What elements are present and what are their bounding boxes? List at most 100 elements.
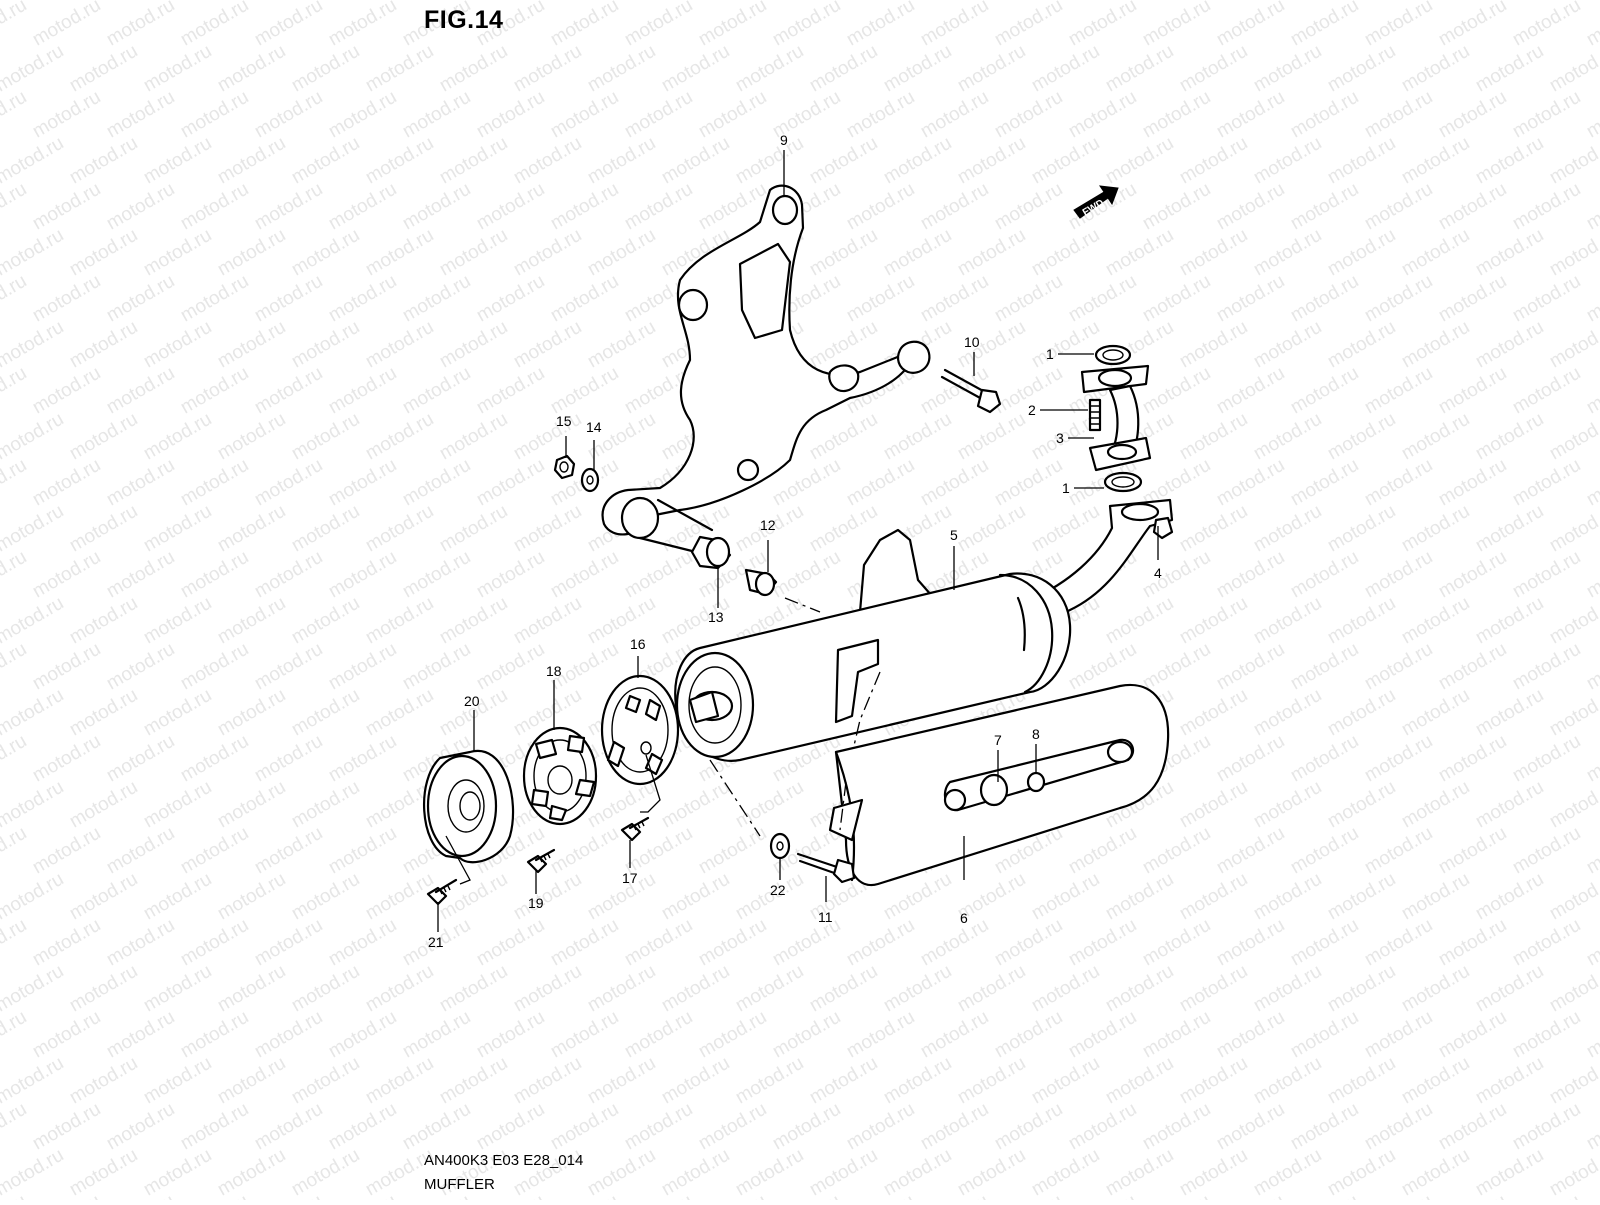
watermark-text: motod.ru (621, 1007, 696, 1063)
watermark-text: motod.ru (1324, 501, 1399, 557)
watermark-text: motod.ru (362, 961, 437, 1017)
watermark-text: motod.ru (473, 363, 548, 419)
model-code-caption: AN400K3 E03 E28_014 (424, 1152, 584, 1169)
watermark-text: motod.ru (1213, 179, 1288, 235)
watermark-text: motod.ru (1176, 317, 1251, 373)
watermark-text: motod.ru (214, 317, 289, 373)
watermark-text: motod.ru (1472, 593, 1547, 649)
watermark-text: motod.ru (1176, 41, 1251, 97)
watermark-text: motod.ru (251, 731, 326, 787)
watermark-text: motod.ru (251, 915, 326, 971)
watermark-text: motod.ru (1324, 409, 1399, 465)
watermark-text: motod.ru (1472, 409, 1547, 465)
watermark-text: motod.ru (103, 731, 178, 787)
watermark-text: motod.ru (177, 179, 252, 235)
watermark-text: motod.ru (1287, 1191, 1362, 1200)
watermark-text: motod.ru (1398, 225, 1473, 281)
watermark-text: motod.ru (658, 41, 733, 97)
watermark-text: motod.ru (621, 87, 696, 143)
screw-21 (426, 878, 458, 906)
watermark-text: motod.ru (1028, 41, 1103, 97)
watermark-text: motod.ru (251, 271, 326, 327)
watermark-text: motod.ru (214, 869, 289, 925)
watermark-text: motod.ru (473, 915, 548, 971)
watermark-text: motod.ru (1028, 1053, 1103, 1109)
watermark-text: motod.ru (288, 133, 363, 189)
watermark-text: motod.ru (66, 593, 141, 649)
watermark-text: motod.ru (473, 1007, 548, 1063)
watermark-text: motod.ru (288, 409, 363, 465)
watermark-text: motod.ru (547, 1007, 622, 1063)
callout-13: 13 (708, 609, 724, 625)
watermark-text: motod.ru (510, 41, 585, 97)
watermark-text: motod.ru (214, 409, 289, 465)
callout-12: 12 (760, 517, 776, 533)
watermark-text: motod.ru (177, 455, 252, 511)
watermark-text: motod.ru (251, 87, 326, 143)
watermark-text: motod.ru (658, 869, 733, 925)
watermark-text: motod.ru (695, 915, 770, 971)
callout-16: 16 (630, 636, 646, 652)
watermark-text: motod.ru (1176, 685, 1251, 741)
watermark-text: motod.ru (325, 271, 400, 327)
watermark-text: motod.ru (1250, 593, 1325, 649)
watermark-text: motod.ru (251, 455, 326, 511)
watermark-text: motod.ru (1065, 87, 1140, 143)
watermark-text: motod.ru (1213, 271, 1288, 327)
watermark-text: motod.ru (436, 1053, 511, 1109)
watermark-text: motod.ru (547, 87, 622, 143)
watermark-text: motod.ru (806, 961, 881, 1017)
watermark-text: motod.ru (806, 409, 881, 465)
watermark-text: motod.ru (695, 0, 770, 50)
watermark-text: motod.ru (0, 179, 30, 235)
watermark-text: motod.ru (473, 455, 548, 511)
watermark-text: motod.ru (991, 271, 1066, 327)
watermark-text: motod.ru (880, 133, 955, 189)
watermark-text: motod.ru (991, 179, 1066, 235)
watermark-text: motod.ru (1213, 823, 1288, 879)
watermark-text: motod.ru (1213, 455, 1288, 511)
watermark-text: motod.ru (1213, 1191, 1288, 1200)
callout-17: 17 (622, 870, 638, 886)
watermark-text: motod.ru (1435, 363, 1510, 419)
watermark-text: motod.ru (66, 685, 141, 741)
watermark-text: motod.ru (1398, 869, 1473, 925)
watermark-text: motod.ru (991, 915, 1066, 971)
callout-labels: 1 2 3 1 4 5 6 7 8 9 10 11 12 13 14 15 16… (428, 132, 1162, 950)
watermark-text: motod.ru (1287, 915, 1362, 971)
watermark-text: motod.ru (1250, 133, 1325, 189)
heat-shield (828, 683, 1170, 887)
callout-20: 20 (464, 693, 480, 709)
watermark-text: motod.ru (1435, 0, 1510, 50)
watermark-text: motod.ru (843, 1007, 918, 1063)
watermark-text: motod.ru (1509, 363, 1584, 419)
watermark-text: motod.ru (880, 409, 955, 465)
watermark-text: motod.ru (103, 363, 178, 419)
watermark-text: motod.ru (658, 1053, 733, 1109)
watermark-text: motod.ru (1102, 869, 1177, 925)
watermark-text: motod.ru (1213, 1099, 1288, 1155)
watermark-text: motod.ru (1324, 593, 1399, 649)
watermark-text: motod.ru (177, 1007, 252, 1063)
watermark-text: motod.ru (0, 1053, 67, 1109)
watermark-text: motod.ru (1361, 271, 1436, 327)
watermark-text: motod.ru (1176, 409, 1251, 465)
watermark-text: motod.ru (1102, 41, 1177, 97)
callout-5: 5 (950, 527, 958, 543)
watermark-text: motod.ru (1139, 915, 1214, 971)
watermark-text: motod.ru (251, 179, 326, 235)
watermark-text: motod.ru (1176, 501, 1251, 557)
watermark-text: motod.ru (1472, 133, 1547, 189)
watermark-text: motod.ru (1250, 685, 1325, 741)
watermark-text: motod.ru (1324, 317, 1399, 373)
watermark-text: motod.ru (1398, 317, 1473, 373)
watermark-text: motod.ru (1065, 0, 1140, 50)
watermark-text: motod.ru (29, 639, 104, 695)
watermark-text: motod.ru (0, 961, 67, 1017)
watermark-text: motod.ru (399, 1007, 474, 1063)
watermark-text: motod.ru (621, 1099, 696, 1155)
watermark-text: motod.ru (325, 87, 400, 143)
watermark-text: motod.ru (66, 1145, 141, 1200)
watermark-text: motod.ru (1398, 1145, 1473, 1200)
